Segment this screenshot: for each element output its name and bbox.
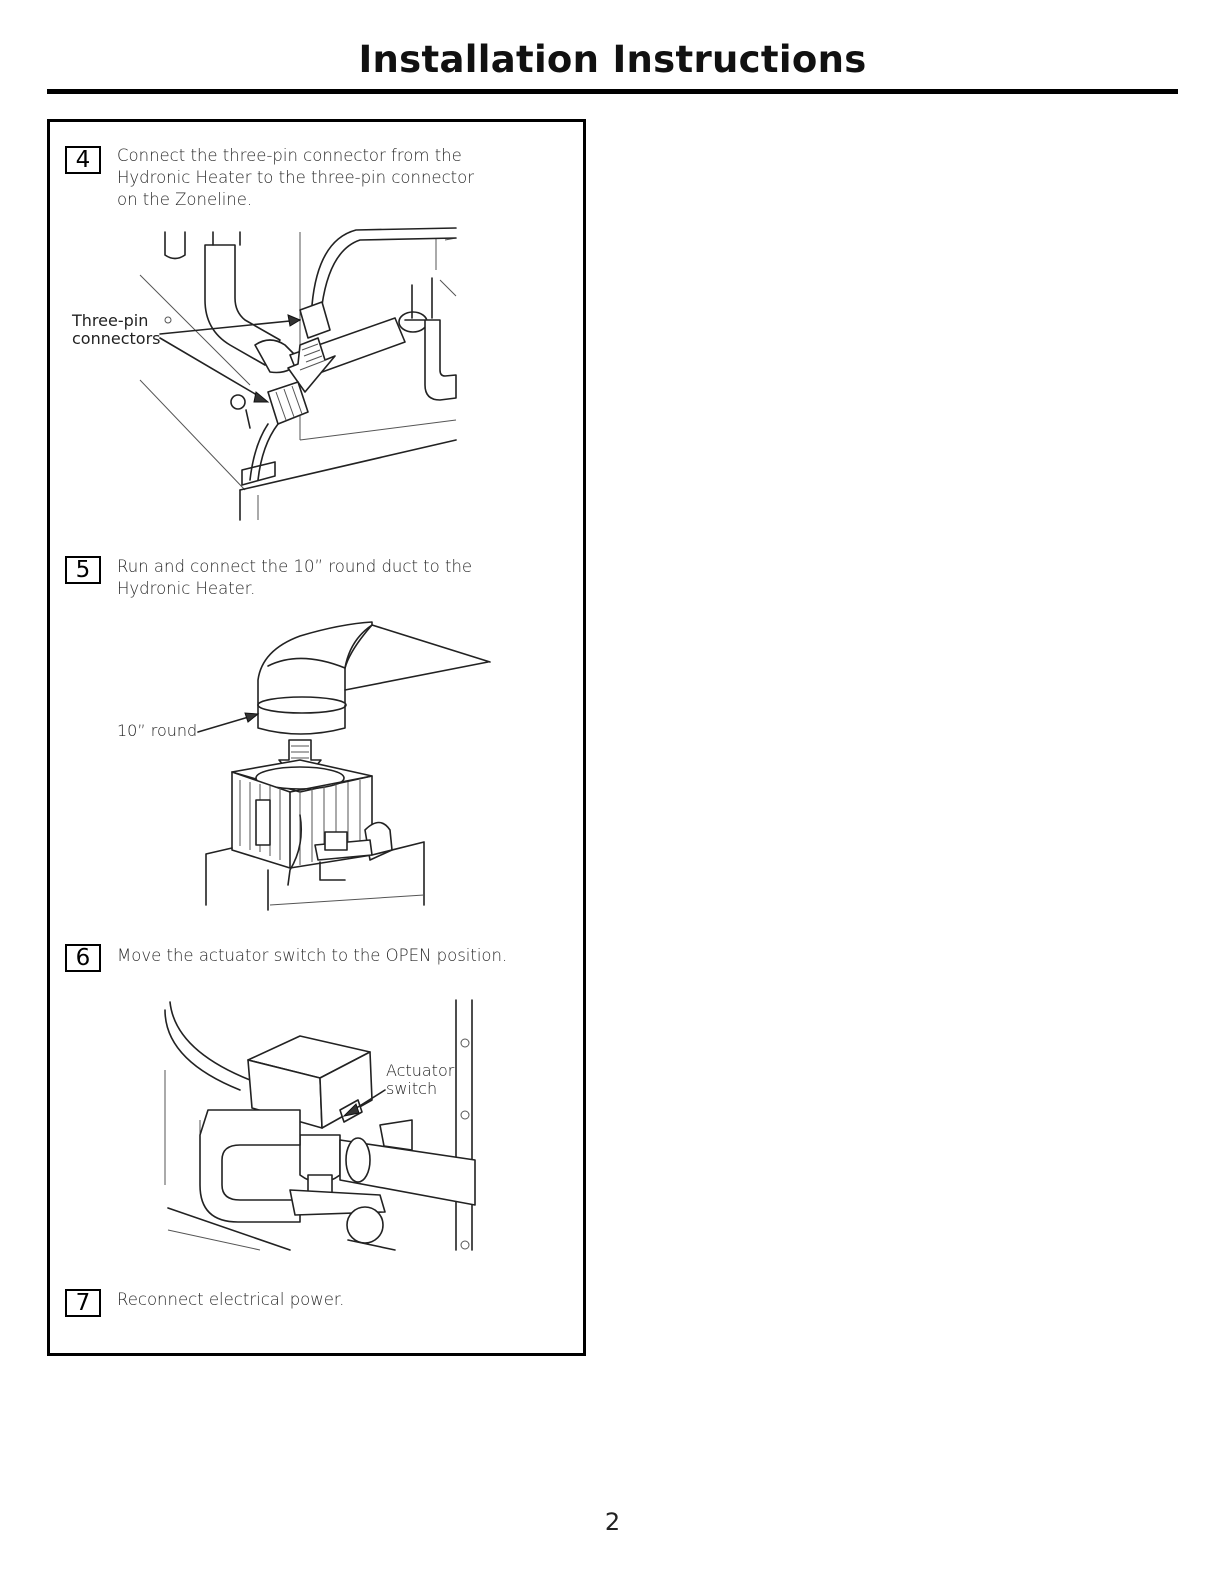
step-7-line-1: Reconnect electrical power. bbox=[117, 1290, 345, 1309]
actuator-callout-line-2: switch bbox=[386, 1079, 438, 1098]
three-pin-callout-line-1: Three-pin bbox=[72, 311, 149, 330]
actuator-callout-line-1: Actuator bbox=[386, 1061, 455, 1080]
three-pin-callout-line-2: connectors bbox=[72, 329, 161, 348]
step-6-line-1: Move the actuator switch to the OPEN pos… bbox=[117, 946, 508, 965]
step-5-text: Run and connect the 10” round duct to th… bbox=[117, 556, 472, 600]
step-6-number: 6 bbox=[65, 944, 101, 972]
title-rule bbox=[47, 89, 1178, 94]
step-4-line-3: on the Zoneline. bbox=[117, 190, 253, 209]
steps-box bbox=[47, 119, 586, 1356]
round-duct-callout: 10” round bbox=[117, 721, 198, 740]
step-5-line-1: Run and connect the 10” round duct to th… bbox=[117, 557, 473, 576]
actuator-switch-callout: Actuator switch bbox=[386, 1062, 454, 1098]
step-4-text: Connect the three-pin connector from the… bbox=[117, 145, 474, 211]
step-4-number: 4 bbox=[65, 146, 101, 174]
three-pin-connectors-callout: Three-pin connectors bbox=[72, 312, 160, 348]
page-title: Installation Instructions bbox=[358, 38, 867, 81]
step-4-line-1: Connect the three-pin connector from the bbox=[117, 146, 462, 165]
step-7-number: 7 bbox=[65, 1289, 101, 1317]
step-4-line-2: Hydronic Heater to the three-pin connect… bbox=[117, 168, 474, 187]
step-7-text: Reconnect electrical power. bbox=[117, 1289, 344, 1311]
step-6-text: Move the actuator switch to the OPEN pos… bbox=[117, 945, 507, 967]
step-5-line-2: Hydronic Heater. bbox=[117, 579, 256, 598]
page-number: 2 bbox=[604, 1508, 621, 1536]
step-5-number: 5 bbox=[65, 556, 101, 584]
